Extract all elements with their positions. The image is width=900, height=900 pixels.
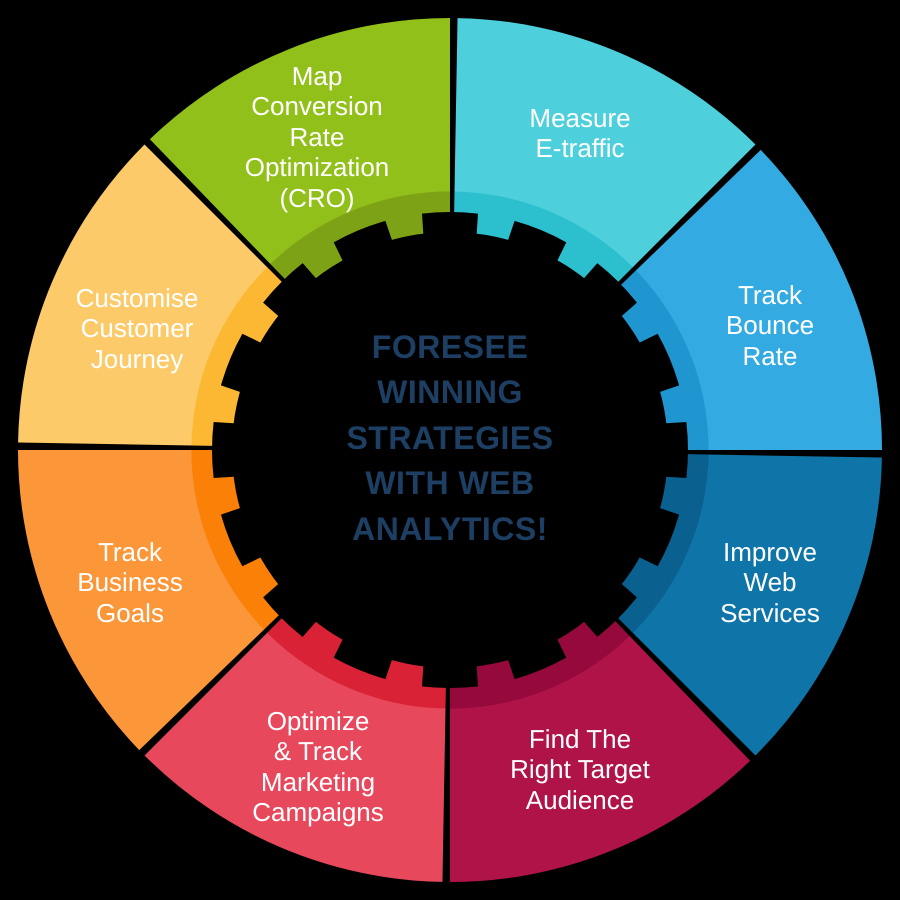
- segment-improve-web-services[interactable]: [632, 454, 882, 756]
- center-title: FORESEE WINNING STRATEGIES WITH WEB ANAL…: [346, 329, 554, 547]
- gear-hub-core: [239, 239, 661, 661]
- segment-customise-customer-journey[interactable]: [18, 144, 268, 446]
- segment-measure-e-traffic[interactable]: [454, 18, 756, 268]
- gear-hub: [212, 212, 689, 689]
- outer-ring-segments: [18, 18, 882, 882]
- segment-optimize-track-marketing-campaigns[interactable]: [144, 632, 446, 882]
